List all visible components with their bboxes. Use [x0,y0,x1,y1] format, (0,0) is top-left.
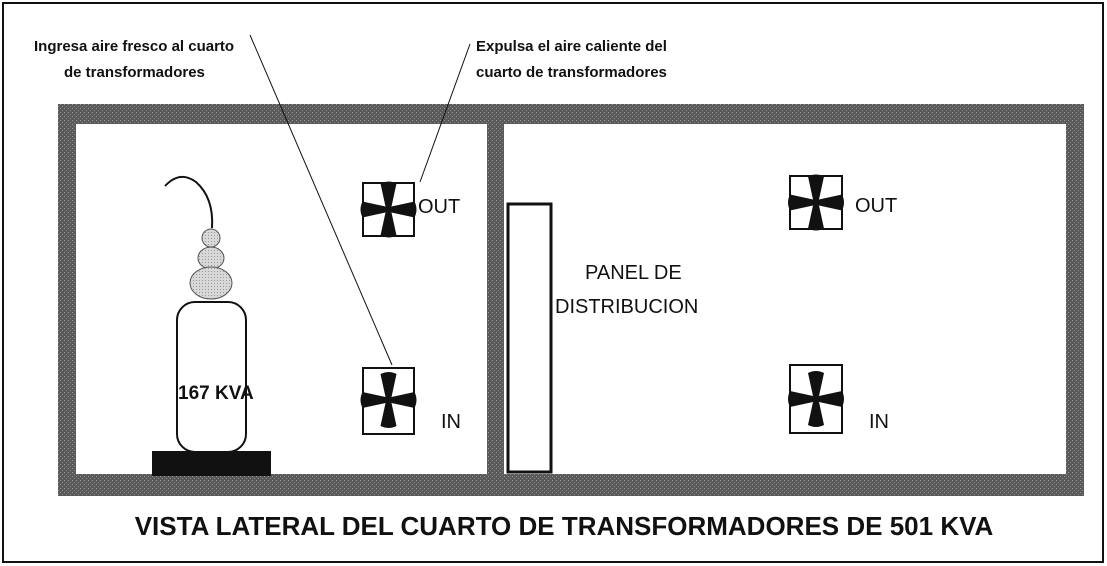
exhaust-leader-line [419,43,471,183]
fan-left-in-label: IN [441,411,461,433]
fan-right-in-label: IN [869,411,889,433]
fan-right-out [788,174,844,231]
diagram-title: VISTA LATERAL DEL CUARTO DE TRANSFORMADO… [135,511,994,541]
intake-annotation-line2: de transformadores [64,64,205,81]
fan-left-out-label: OUT [418,196,460,218]
intake-leader-line [249,34,393,366]
intake-annotation-line1: Ingresa aire fresco al cuarto [34,38,234,55]
exhaust-annotation-line1: Expulsa el aire caliente del [476,38,667,55]
transformer-label: 167 KVA [178,383,254,404]
panel-label-line2: DISTRIBUCION [555,296,698,318]
fan-right-out-label: OUT [855,195,897,217]
fan-right-in [788,364,844,434]
fan-left-in [360,367,417,435]
transformer [152,175,271,476]
panel-label-line1: PANEL DE [585,262,682,284]
fan-left-out [360,181,417,238]
exhaust-annotation-line2: cuarto de transformadores [476,64,667,81]
distribution-panel [506,202,553,474]
